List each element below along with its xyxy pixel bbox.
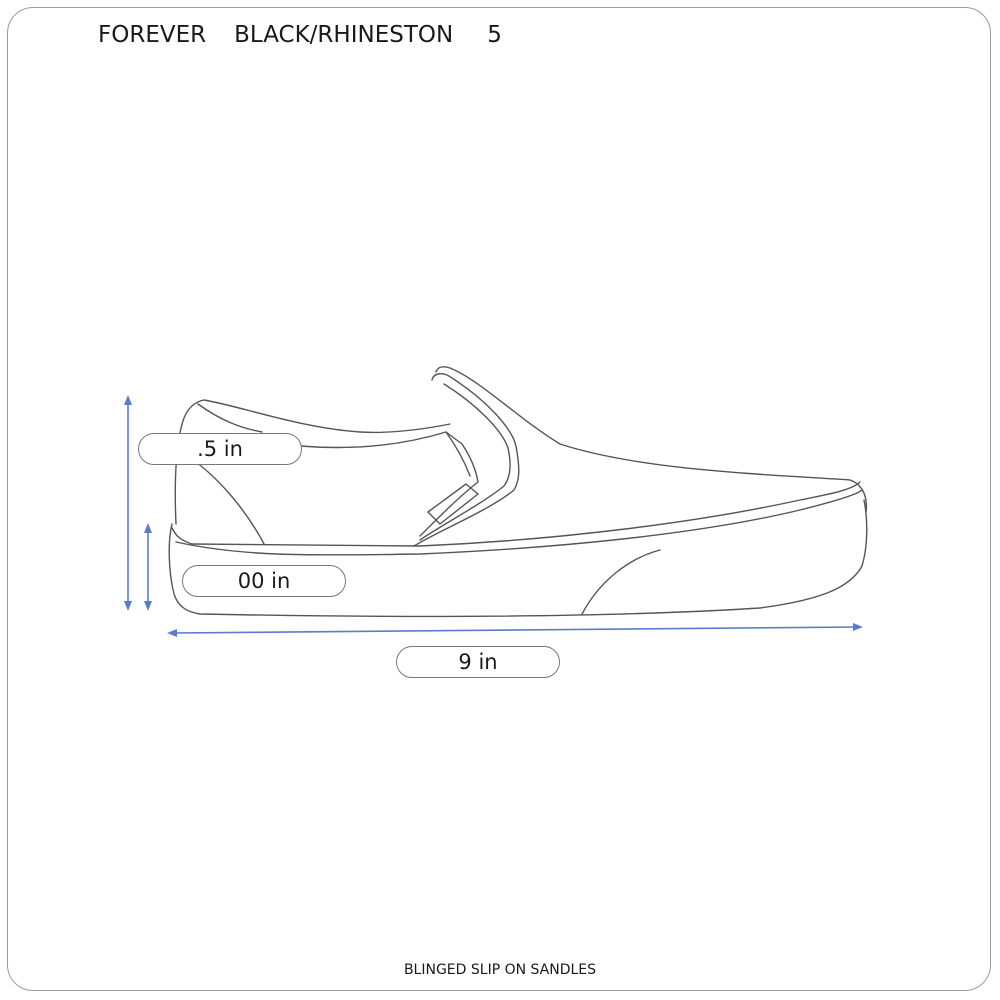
product-header: FOREVER BLACK/RHINESTON 5 bbox=[98, 22, 502, 48]
shoe-heel-inner bbox=[197, 403, 263, 433]
shoe-gusset-inner bbox=[445, 431, 471, 477]
sole-height-dimension-label: 00 in bbox=[182, 565, 346, 597]
length-dimension-label: 9 in bbox=[396, 646, 560, 678]
shoe-toe-cap bbox=[581, 549, 661, 615]
shoe-outline bbox=[168, 366, 868, 618]
dimension-arrows bbox=[124, 395, 863, 637]
shoe-heel-curve bbox=[195, 461, 265, 545]
shoe-collar-opening bbox=[299, 431, 479, 537]
shoe-vamp-outer bbox=[435, 366, 868, 513]
shoe-vamp-binding bbox=[413, 373, 520, 547]
shoe-midsole bbox=[168, 499, 868, 618]
product-card bbox=[7, 7, 991, 991]
shoe-vamp-binding-inner bbox=[419, 383, 511, 541]
shoe-foxing-line bbox=[175, 489, 863, 556]
length-arrow bbox=[167, 623, 863, 637]
brand-label: FOREVER bbox=[98, 22, 207, 48]
product-name: BLINGED SLIP ON SANDLES bbox=[403, 962, 597, 978]
color-label: BLACK/RHINESTON bbox=[234, 22, 454, 48]
shoe-pull-tab bbox=[427, 483, 479, 525]
size-label: 5 bbox=[487, 22, 502, 48]
shoe-foxing-top bbox=[171, 481, 861, 547]
height-dimension-label: .5 in bbox=[138, 433, 302, 465]
